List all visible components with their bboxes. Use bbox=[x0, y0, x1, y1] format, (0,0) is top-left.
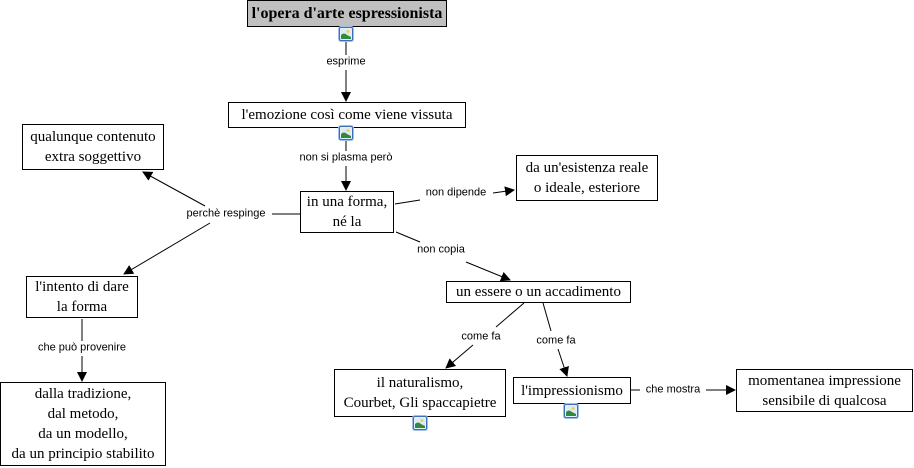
concept-tradizione[interactable]: dalla tradizione, dal metodo, da un mode… bbox=[0, 382, 166, 466]
concept-impressionismo[interactable]: l'impressionismo bbox=[513, 377, 631, 404]
link-label-non-dipende[interactable]: non dipende bbox=[423, 186, 489, 200]
link-line-respinge-contenuto bbox=[142, 171, 206, 207]
link-line-copia-out bbox=[465, 261, 511, 282]
concept-intento[interactable]: l'intento di dare la forma bbox=[26, 276, 138, 318]
link-line-dipende-in bbox=[394, 199, 421, 205]
concept-emozione[interactable]: l'emozione così come viene vissuta bbox=[228, 102, 466, 128]
link-label-che-puo-provenire[interactable]: che può provenire bbox=[35, 341, 129, 355]
concept-root[interactable]: l'opera d'arte espressionista bbox=[247, 0, 447, 27]
concept-contenuto[interactable]: qualunque contenuto extra soggettivo bbox=[22, 124, 164, 170]
link-label-non-copia[interactable]: non copia bbox=[415, 243, 467, 257]
link-line-comefa1-in bbox=[495, 302, 525, 328]
link-line-comefa1-out bbox=[445, 344, 474, 369]
link-label-come-fa-1[interactable]: come fa bbox=[459, 330, 503, 344]
link-line-copia-in bbox=[395, 231, 421, 243]
concept-forma[interactable]: in una forma, né la bbox=[300, 191, 394, 233]
link-label-come-fa-2[interactable]: come fa bbox=[534, 334, 578, 348]
link-line-comefa2-in bbox=[542, 302, 552, 332]
landscape-icon bbox=[566, 406, 576, 416]
image-resource-icon[interactable] bbox=[564, 404, 578, 418]
concept-esistenza[interactable]: da un'esistenza reale o ideale, esterior… bbox=[516, 155, 658, 201]
image-resource-icon[interactable] bbox=[413, 416, 427, 430]
link-label-perche-respinge[interactable]: perchè respinge bbox=[184, 207, 268, 221]
concept-essere[interactable]: un essere o un accadimento bbox=[446, 281, 631, 303]
link-line-respinge-intento bbox=[123, 222, 211, 275]
image-resource-icon[interactable] bbox=[339, 27, 353, 41]
concept-naturalismo[interactable]: il naturalismo, Courbet, Gli spaccapietr… bbox=[334, 369, 506, 417]
link-line-dipende-out bbox=[492, 186, 515, 197]
link-label-non-si-plasma[interactable]: non si plasma però bbox=[297, 151, 395, 165]
landscape-icon bbox=[341, 128, 351, 138]
link-line-comefa2-out bbox=[557, 348, 569, 377]
concept-momentanea[interactable]: momentanea impressione sensibile di qual… bbox=[736, 369, 913, 412]
link-label-esprime[interactable]: esprime bbox=[324, 55, 368, 69]
landscape-icon bbox=[415, 418, 425, 428]
landscape-icon bbox=[341, 29, 351, 39]
image-resource-icon[interactable] bbox=[339, 126, 353, 140]
link-label-che-mostra[interactable]: che mostra bbox=[643, 383, 703, 397]
